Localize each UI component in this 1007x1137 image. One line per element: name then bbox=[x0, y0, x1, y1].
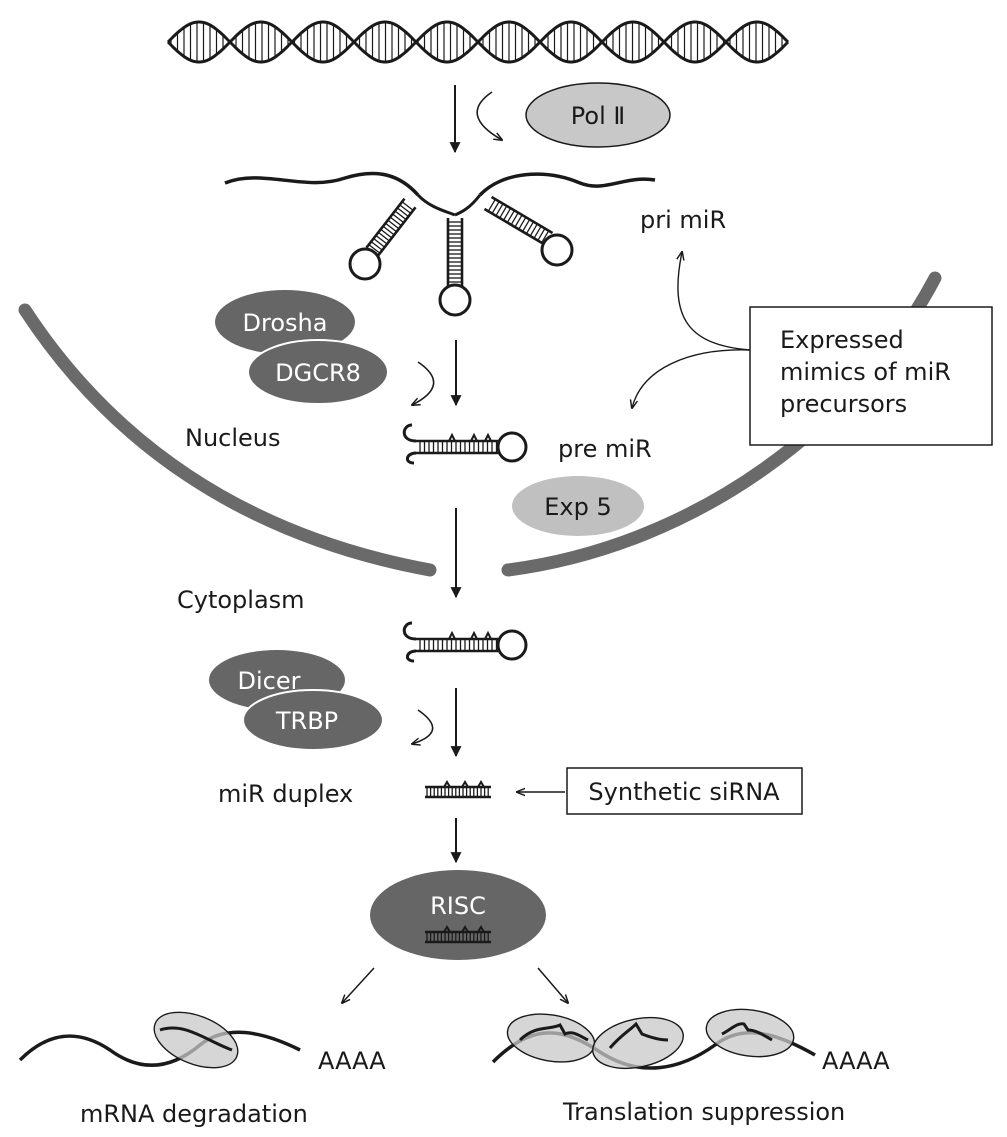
pre-mir-label: pre miR bbox=[558, 435, 652, 463]
arrow-to-translation bbox=[537, 967, 568, 1003]
pol2-enzyme: Pol Ⅱ bbox=[525, 82, 671, 148]
arrow-drosha-curve bbox=[412, 361, 435, 405]
cytoplasm-label: Cytoplasm bbox=[177, 586, 305, 614]
risc-complex: RISC bbox=[370, 870, 546, 960]
dna-helix bbox=[166, 20, 790, 64]
cytoplasmic-pre-mirna bbox=[402, 621, 528, 663]
expressed-mimics-line-1: Expressed bbox=[780, 326, 904, 354]
expressed-mimics-line-3: precursors bbox=[780, 390, 907, 418]
mrna-degradation-illustration: AAAA bbox=[18, 1011, 386, 1075]
nuclear-membrane-left bbox=[18, 303, 437, 577]
mir-duplex-label: miR duplex bbox=[218, 780, 353, 808]
translation-suppression-illustration: AAAA bbox=[491, 1008, 890, 1075]
expressed-mimics-box: Expressed mimics of miR precursors bbox=[749, 306, 993, 446]
mir-duplex bbox=[425, 780, 491, 799]
nucleus-label: Nucleus bbox=[185, 424, 281, 452]
exportin5: Exp 5 bbox=[512, 476, 644, 536]
pri-mirna-transcript bbox=[224, 171, 656, 317]
synthetic-sirna-label: Synthetic siRNA bbox=[588, 778, 780, 806]
aaaa-right: AAAA bbox=[822, 1047, 890, 1075]
dicer-label: Dicer bbox=[238, 667, 301, 695]
dgcr8-label: DGCR8 bbox=[275, 359, 361, 387]
arrow-mimics-to-pre bbox=[632, 349, 751, 408]
arrow-dicer-curve bbox=[412, 709, 434, 744]
drosha-label: Drosha bbox=[243, 309, 328, 337]
pol2-label: Pol Ⅱ bbox=[571, 102, 625, 130]
drosha-dgcr8-complex: Drosha DGCR8 bbox=[215, 290, 389, 405]
expressed-mimics-line-2: mimics of miR bbox=[780, 358, 951, 386]
pre-mirna-hairpin bbox=[402, 423, 528, 465]
exp5-label: Exp 5 bbox=[544, 493, 612, 521]
arrow-mimics-to-pri bbox=[678, 252, 751, 351]
aaaa-left: AAAA bbox=[318, 1047, 386, 1075]
arrow-pol2-curve bbox=[476, 91, 502, 140]
risc-label: RISC bbox=[430, 892, 486, 920]
translation-suppression-caption: Translation suppression bbox=[562, 1098, 845, 1126]
synthetic-sirna-box: Synthetic siRNA bbox=[566, 767, 803, 815]
dicer-trbp-complex: Dicer TRBP bbox=[209, 650, 384, 751]
pri-mir-label: pri miR bbox=[640, 206, 726, 234]
trbp-label: TRBP bbox=[275, 707, 338, 735]
arrow-to-degradation bbox=[342, 967, 375, 1003]
mrna-degradation-caption: mRNA degradation bbox=[80, 1100, 308, 1128]
